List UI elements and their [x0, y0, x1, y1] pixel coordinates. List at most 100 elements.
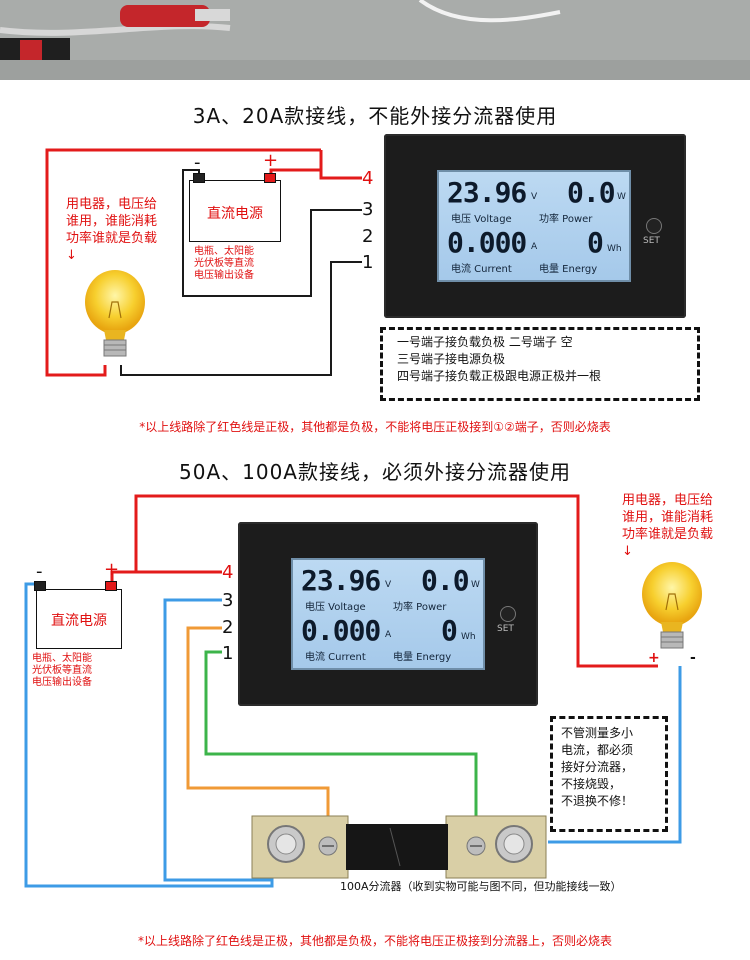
s1-load-note-line: 用电器，电压给	[66, 197, 158, 212]
top-photo	[0, 0, 750, 80]
s2-warning-box: 不管测量多小 电流，都必须 接好分流器， 不接烧毁， 不退换不修！	[550, 716, 668, 832]
s2-blue-wire-terminal3	[163, 598, 272, 882]
s2-load-note-line: 用电器，电压给	[622, 493, 714, 508]
s1-battery-note: 电瓶、太阳能 光伏板等直流 电压输出设备	[194, 246, 254, 282]
s2-orange-wire	[186, 626, 330, 832]
s1-voltage-value: 23.96	[447, 176, 527, 209]
s1-power-value: 0.0	[567, 176, 616, 209]
s2-battery-neg-sign: -	[36, 561, 43, 582]
s1-set-label: SET	[643, 236, 660, 246]
s1-battery-note-line: 光伏板等直流	[194, 258, 254, 269]
s1-lcd-screen: 23.96 V 0.0 W 电压 Voltage 功率 Power 0.000 …	[437, 170, 631, 282]
s2-light-bulb-icon	[642, 562, 702, 649]
s2-warning-line: 电流，都必须	[561, 743, 634, 757]
s1-current-unit: A	[531, 242, 538, 252]
s2-terminal-1: 1	[222, 643, 234, 664]
s1-voltage-unit: V	[531, 192, 538, 202]
s2-voltage-unit: V	[385, 580, 392, 590]
s1-battery-neg-terminal	[193, 173, 205, 183]
s1-battery-note-line: 电瓶、太阳能	[194, 246, 254, 257]
s2-battery-note: 电瓶、太阳能 光伏板等直流 电压输出设备	[32, 653, 92, 689]
s2-terminal-4: 4	[222, 562, 234, 583]
s1-current-label: 电流 Current	[451, 264, 512, 275]
s1-note-line: 三号端子接电源负极	[397, 352, 506, 366]
s1-black-wire-3	[182, 169, 362, 297]
s2-set-button[interactable]	[500, 606, 516, 622]
section2-title: 50A、100A款接线，必须外接分流器使用	[179, 460, 571, 484]
s1-note-line: 四号端子接负载正极跟电源正极并一根	[397, 369, 602, 383]
s1-set-button[interactable]	[646, 218, 662, 234]
s2-battery-neg-terminal	[34, 581, 46, 591]
s2-footnote: *以上线路除了红色线是正极，其他都是负极，不能将电压正极接到分流器上，否则必烧表	[137, 934, 612, 948]
s2-load-note-line: 功率谁就是负载	[622, 527, 714, 542]
s1-terminal-3: 3	[362, 199, 374, 220]
s2-battery-note-line: 电压输出设备	[32, 677, 92, 688]
s2-load-note-line: ↓	[622, 544, 633, 559]
s1-battery: 直流电源	[189, 180, 281, 242]
s1-load-note-line: 谁用，谁能消耗	[66, 214, 158, 229]
s1-notes-box: 一号端子接负载负极 二号端子 空 三号端子接电源负极 四号端子接负载正极跟电源正…	[380, 327, 700, 401]
s1-power-unit: W	[617, 192, 626, 202]
section1-title: 3A、20A款接线，不能外接分流器使用	[192, 104, 558, 128]
s2-battery-label: 直流电源	[51, 613, 107, 629]
s2-lcd-screen: 23.96 V 0.0 W 电压 Voltage 功率 Power 0.000 …	[291, 558, 485, 670]
s2-green-wire	[204, 650, 478, 832]
s1-current-value: 0.000	[447, 226, 527, 259]
s1-energy-value: 0	[587, 226, 604, 259]
s1-terminal-1: 1	[362, 252, 374, 273]
s1-battery-pos-terminal	[264, 173, 276, 183]
s2-shunt-resistor-icon	[251, 815, 547, 879]
s2-load-neg-sign: -	[690, 650, 696, 666]
s1-battery-label: 直流电源	[207, 206, 263, 222]
s2-energy-label: 电量 Energy	[393, 652, 452, 663]
s2-shunt-caption: 100A分流器（收到实物可能与图不同，但功能接线一致）	[340, 880, 622, 893]
s2-warning-line: 不接烧毁，	[561, 777, 622, 791]
s2-battery-pos-sign: +	[104, 559, 120, 580]
s2-terminal-3: 3	[222, 590, 234, 611]
s1-battery-pos-sign: +	[263, 150, 279, 171]
s1-red-wire-load	[45, 148, 321, 377]
s2-red-wire-battery	[110, 570, 222, 584]
s1-black-wire-1	[120, 261, 362, 376]
s1-load-note-line: 功率谁就是负载	[66, 231, 158, 246]
s2-voltage-value: 23.96	[301, 564, 381, 597]
s1-load-note-line: ↓	[66, 248, 77, 263]
s2-current-value: 0.000	[301, 614, 381, 647]
s1-energy-label: 电量 Energy	[539, 264, 598, 275]
s1-energy-unit: Wh	[607, 244, 622, 254]
s2-load-note-line: 谁用，谁能消耗	[622, 510, 714, 525]
s2-battery-note-line: 电瓶、太阳能	[32, 653, 92, 664]
s2-load-note: 用电器，电压给 谁用，谁能消耗 功率谁就是负载 ↓	[622, 492, 713, 560]
s1-light-bulb-icon	[85, 270, 145, 357]
s2-load-pos-sign: +	[648, 650, 660, 666]
s2-warning-line: 不管测量多小	[561, 726, 634, 740]
s2-warning-line: 接好分流器，	[561, 760, 634, 774]
s1-terminal-2: 2	[362, 226, 374, 247]
s2-current-unit: A	[385, 630, 392, 640]
s2-warning-line: 不退换不修！	[561, 794, 634, 808]
s2-battery-note-line: 光伏板等直流	[32, 665, 92, 676]
s2-battery: 直流电源	[36, 589, 122, 649]
s2-terminal-2: 2	[222, 617, 234, 638]
s2-power-label: 功率 Power	[393, 602, 447, 613]
wire-photo-image	[0, 0, 750, 80]
s2-power-value: 0.0	[421, 564, 470, 597]
s1-power-label: 功率 Power	[539, 214, 593, 225]
s2-energy-unit: Wh	[461, 632, 476, 642]
s2-voltage-label: 电压 Voltage	[305, 602, 366, 613]
s1-terminal-4: 4	[362, 168, 374, 189]
s1-voltage-label: 电压 Voltage	[451, 214, 512, 225]
s1-battery-note-line: 电压输出设备	[194, 270, 254, 281]
s1-note-line: 一号端子接负载负极 二号端子 空	[397, 335, 573, 349]
s2-energy-value: 0	[441, 614, 458, 647]
s2-red-wire-load	[134, 494, 658, 668]
s1-footnote: *以上线路除了红色线是正极，其他都是负极，不能将电压正极接到①②端子，否则必烧表	[139, 420, 611, 434]
s1-battery-neg-sign: -	[194, 152, 201, 173]
s2-power-unit: W	[471, 580, 480, 590]
s1-load-note: 用电器，电压给 谁用，谁能消耗 功率谁就是负载 ↓	[66, 196, 157, 264]
s2-blue-wire-load	[548, 666, 682, 844]
s2-set-label: SET	[497, 624, 514, 634]
s2-current-label: 电流 Current	[305, 652, 366, 663]
